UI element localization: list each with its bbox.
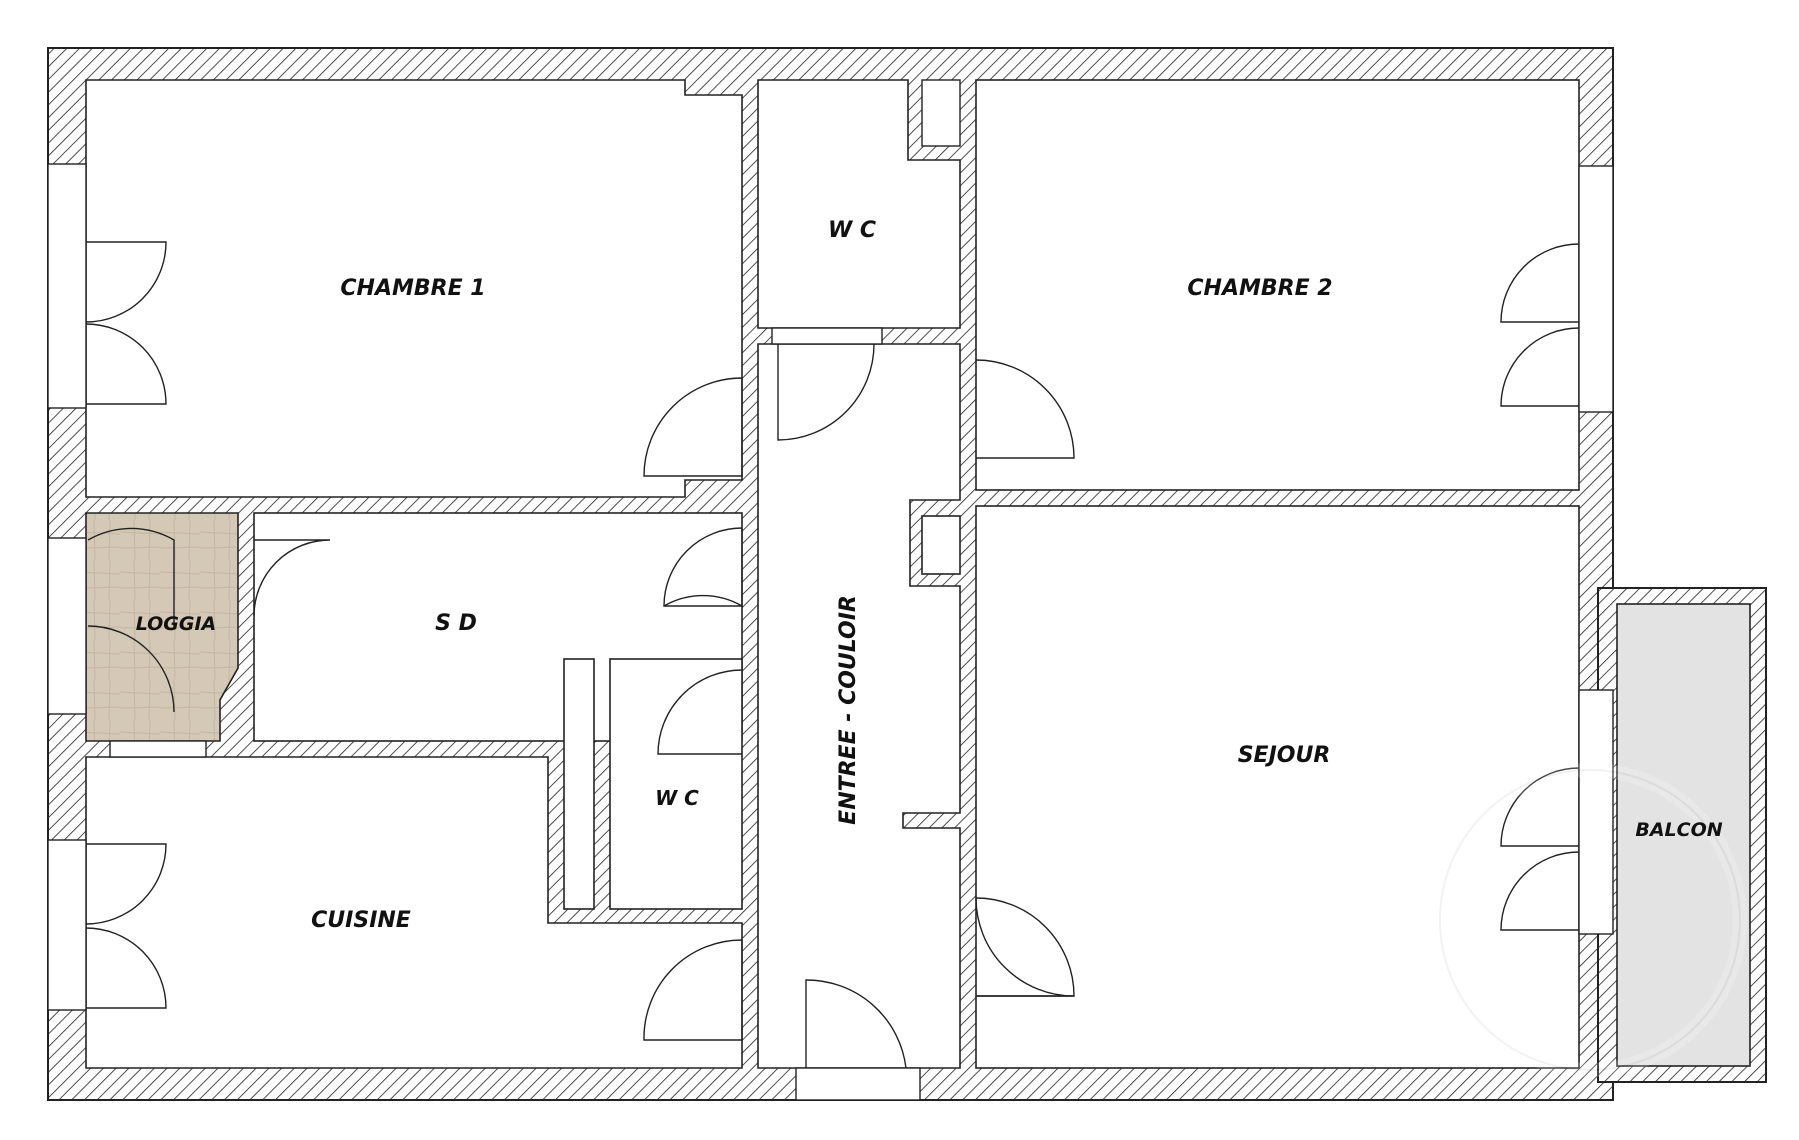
rooms (85, 79, 1751, 1069)
door-swing-sejour-a (1500, 767, 1580, 847)
label-balcon: BALCON (1635, 819, 1722, 841)
label-couloir: ENTREE - COULOIR (836, 595, 861, 825)
entry-opening (795, 1067, 921, 1101)
room-wc-top-duct (921, 79, 961, 147)
door-swing-entry (805, 979, 907, 1069)
windows (47, 163, 1614, 1101)
opening-wc-top (771, 327, 883, 345)
door-swing-cuisine-b (85, 927, 167, 1009)
label-chambre-2: CHAMBRE 2 (1187, 276, 1332, 301)
label-wc-top: W C (828, 218, 876, 243)
door-swing-chambre2 (975, 359, 1075, 459)
door-swing-loggia-top (87, 527, 175, 626)
window-chambre2 (1578, 165, 1614, 413)
door-swing-sejour-b (1500, 851, 1580, 931)
door-swing-chambre2-b (1500, 327, 1580, 407)
duct-couloir (921, 515, 961, 575)
doors (85, 241, 1580, 1069)
door-swing-chambre1-b (85, 323, 167, 405)
label-chambre-1: CHAMBRE 1 (340, 276, 485, 301)
room-chambre-2 (975, 79, 1580, 491)
window-loggia-bottom (109, 740, 207, 758)
window-cuisine (47, 839, 87, 1011)
door-swing-loggia-bottom (87, 625, 175, 713)
room-cuisine (85, 756, 743, 1069)
room-sejour (975, 505, 1580, 1069)
door-swing-cuisine-inner (643, 939, 743, 1041)
room-balcon (1616, 603, 1751, 1067)
label-cuisine: CUISINE (311, 908, 411, 933)
label-wc-mid: W C (655, 786, 699, 810)
room-couloir (757, 343, 961, 1069)
room-labels: CHAMBRE 1 W C CHAMBRE 2 LOGGIA S D W C C… (136, 218, 1723, 933)
door-swing-sd-right-arc (663, 527, 743, 607)
door-swing-chambre1-inner (643, 377, 743, 477)
room-wc-mid (609, 658, 743, 910)
window-sejour (1578, 689, 1614, 935)
room-loggia (85, 512, 239, 742)
window-loggia (47, 537, 87, 715)
room-chambre-1 (85, 79, 743, 498)
door-swing-wc-top (777, 343, 875, 441)
door-swing-chambre2-a (1500, 243, 1580, 323)
room-wc-top (757, 79, 961, 329)
door-swing-sejour-arc (975, 897, 1075, 997)
door-swing-cuisine-a (85, 843, 167, 925)
door-swing-sd-right (663, 528, 743, 608)
label-sejour: SEJOUR (1238, 743, 1331, 768)
door-swing-sd-left (253, 539, 331, 617)
door-swing-wc-mid (657, 669, 743, 755)
label-sd: S D (435, 611, 477, 636)
window-chambre1 (47, 163, 87, 409)
duct-mid (563, 658, 595, 910)
label-loggia: LOGGIA (136, 613, 217, 635)
watermark-seal (1433, 763, 1747, 1077)
door-swing-chambre1-a (85, 241, 167, 323)
